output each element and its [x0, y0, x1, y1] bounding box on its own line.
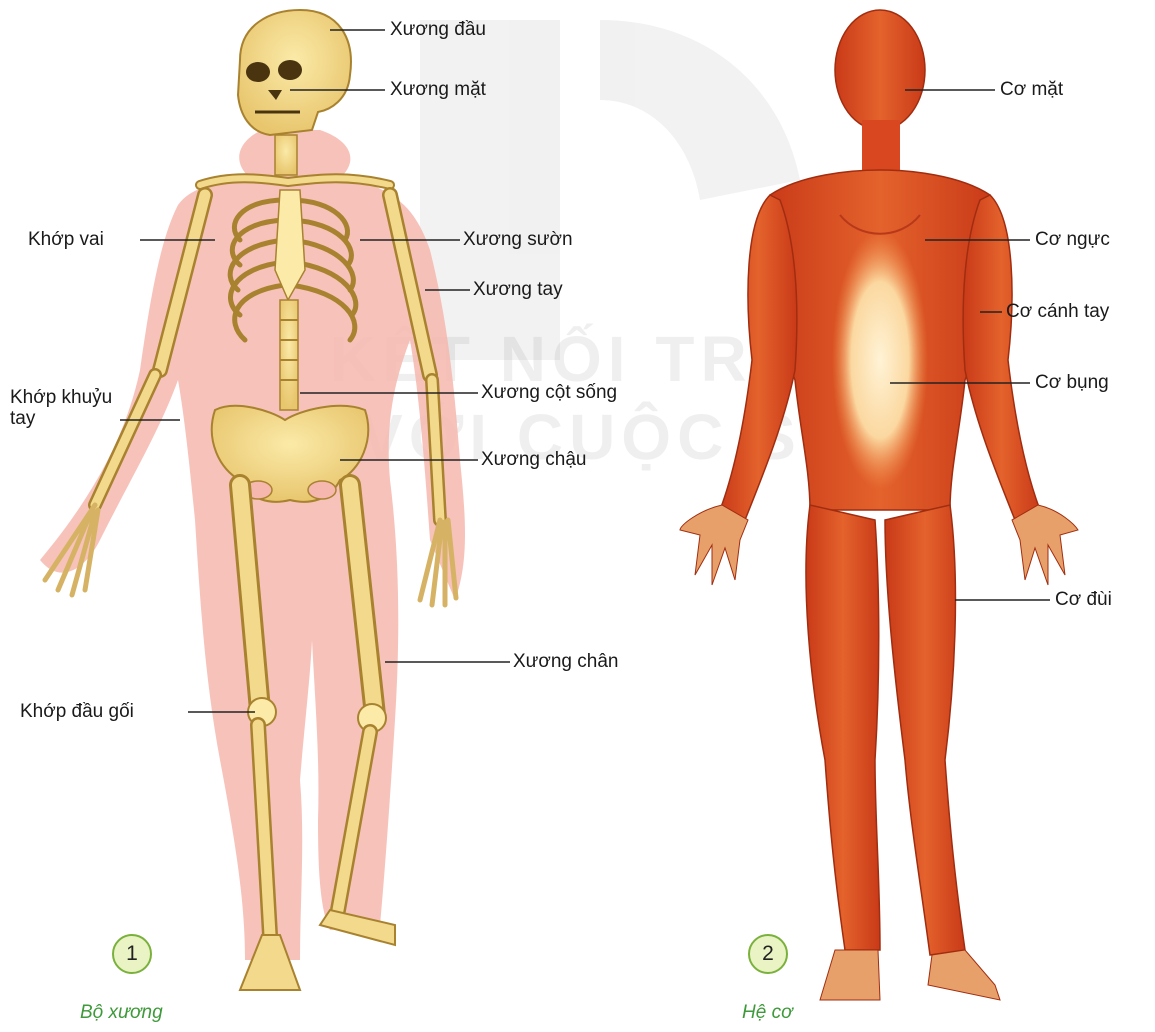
label-co-mat: Cơ mặt: [1000, 80, 1063, 101]
caption-muscle: Hệ cơ: [742, 1002, 793, 1024]
label-xuong-cot-song: Xương cột sống: [481, 383, 617, 404]
muscle-hand-left: [680, 505, 748, 585]
label-xuong-suon: Xương sườn: [463, 230, 573, 251]
watermark-logo: [420, 20, 800, 360]
muscle-arm-left: [720, 195, 797, 520]
label-co-canh-tay: Cơ cánh tay: [1006, 302, 1109, 323]
abdominal-highlight: [832, 230, 928, 490]
muscle-leg-right: [885, 505, 965, 955]
spine: [280, 300, 298, 410]
label-co-bung: Cơ bụng: [1035, 373, 1109, 394]
label-co-dui: Cơ đùi: [1055, 590, 1112, 611]
label-xuong-chau: Xương chậu: [481, 450, 586, 471]
label-khop-dau-goi: Khớp đầu gối: [20, 702, 134, 723]
label-co-nguc: Cơ ngực: [1035, 230, 1110, 251]
muscle-head: [835, 10, 925, 130]
badge-muscle-number: 2: [748, 934, 788, 974]
muscle-arm-right: [963, 195, 1040, 520]
badge-skeleton-number: 1: [112, 934, 152, 974]
caption-skeleton: Bộ xương: [80, 1002, 163, 1024]
muscle-hand-right: [1012, 505, 1078, 585]
label-khop-vai: Khớp vai: [28, 230, 104, 251]
label-khop-khuyu-tay: Khớp khuỷu tay: [10, 388, 120, 430]
label-xuong-tay: Xương tay: [473, 280, 563, 301]
label-xuong-mat: Xương mặt: [390, 80, 486, 101]
label-xuong-chan: Xương chân: [513, 652, 618, 673]
label-xuong-dau: Xương đầu: [390, 20, 486, 41]
muscle-leg-left: [806, 505, 880, 950]
